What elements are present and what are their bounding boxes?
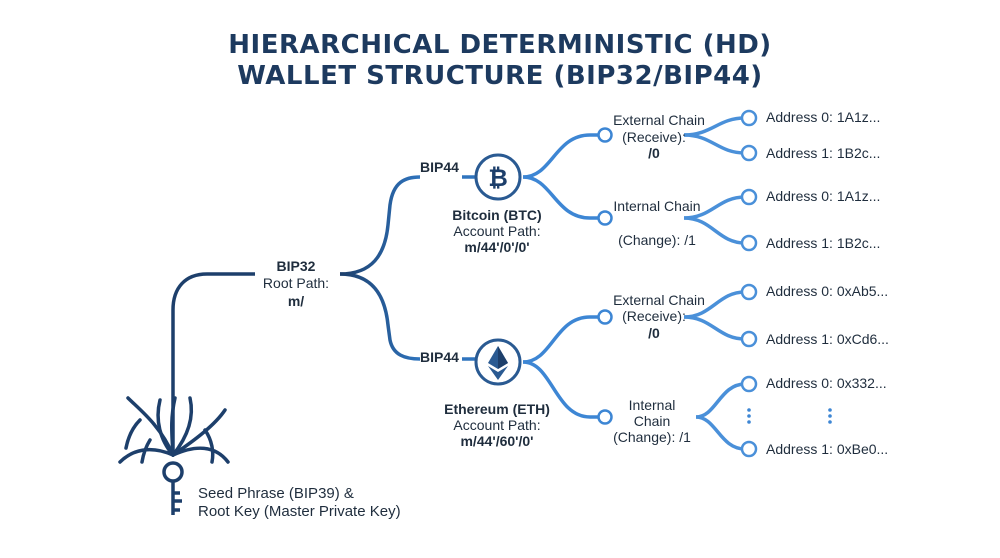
trunk-branch <box>171 272 255 452</box>
eth-external-chain-line-1: External Chain <box>613 292 705 308</box>
eth-external-address-1: Address 1: 0xCd6... <box>766 331 889 347</box>
address-branches <box>683 116 746 451</box>
key-icon <box>162 461 184 515</box>
btc-bip44-label: BIP44 <box>420 159 459 175</box>
bip32-label: BIP32 <box>276 258 316 274</box>
eth-external-chain-index: /0 <box>648 325 660 341</box>
eth-external-chain-line-2: (Receive): <box>622 308 686 324</box>
ellipsis-dots <box>747 408 832 424</box>
bitcoin-icon: ₿ <box>474 153 522 201</box>
btc-external-address-1: Address 1: 1B2c... <box>766 145 881 161</box>
btc-internal-address-0: Address 0: 1A1z... <box>766 188 881 204</box>
eth-bip44-label: BIP44 <box>420 349 459 365</box>
btc-path-label: Account Path: <box>453 223 541 239</box>
diagram-title-line-1: HIERARCHICAL DETERMINISTIC (HD) <box>228 30 772 60</box>
btc-account-path: m/44'/0'/0' <box>464 239 530 255</box>
bip32-path-label: Root Path: <box>262 275 330 291</box>
eth-coin-name: Ethereum (ETH) <box>444 401 550 417</box>
eth-internal-chain-line-1: Internal <box>628 397 676 413</box>
chain-nodes <box>597 127 613 425</box>
bip32-path: m/ <box>287 293 305 309</box>
root-key-label-line-2: Root Key (Master Private Key) <box>198 503 401 520</box>
btc-external-chain-line-2: (Receive): <box>622 129 686 145</box>
eth-internal-address-1: Address 1: 0xBe0... <box>766 441 889 457</box>
diagram-title-line-2: WALLET STRUCTURE (BIP32/BIP44) <box>237 61 763 91</box>
svg-text:₿: ₿ <box>488 164 508 192</box>
account-branches <box>339 175 476 361</box>
ethereum-icon <box>474 338 522 386</box>
chain-branches <box>522 133 604 419</box>
btc-external-chain-line-1: External Chain <box>613 112 705 128</box>
eth-external-address-0: Address 0: 0xAb5... <box>766 283 889 299</box>
eth-internal-chain-line-2: Chain <box>633 413 671 429</box>
btc-external-address-0: Address 0: 1A1z... <box>766 109 881 125</box>
btc-external-chain-index: /0 <box>648 145 660 161</box>
root-key-label-line-1: Seed Phrase (BIP39) & <box>198 485 354 502</box>
eth-internal-chain-line-3: (Change): /1 <box>613 429 691 445</box>
eth-internal-address-0: Address 0: 0x332... <box>766 375 887 391</box>
btc-internal-address-1: Address 1: 1B2c... <box>766 235 881 251</box>
address-nodes <box>740 109 758 458</box>
btc-coin-name: Bitcoin (BTC) <box>452 207 542 223</box>
btc-internal-chain-line-1: Internal Chain <box>613 198 701 214</box>
eth-path-label: Account Path: <box>453 417 541 433</box>
eth-account-path: m/44'/60'/0' <box>460 433 534 449</box>
btc-internal-chain-line-2: (Change): /1 <box>618 232 696 248</box>
